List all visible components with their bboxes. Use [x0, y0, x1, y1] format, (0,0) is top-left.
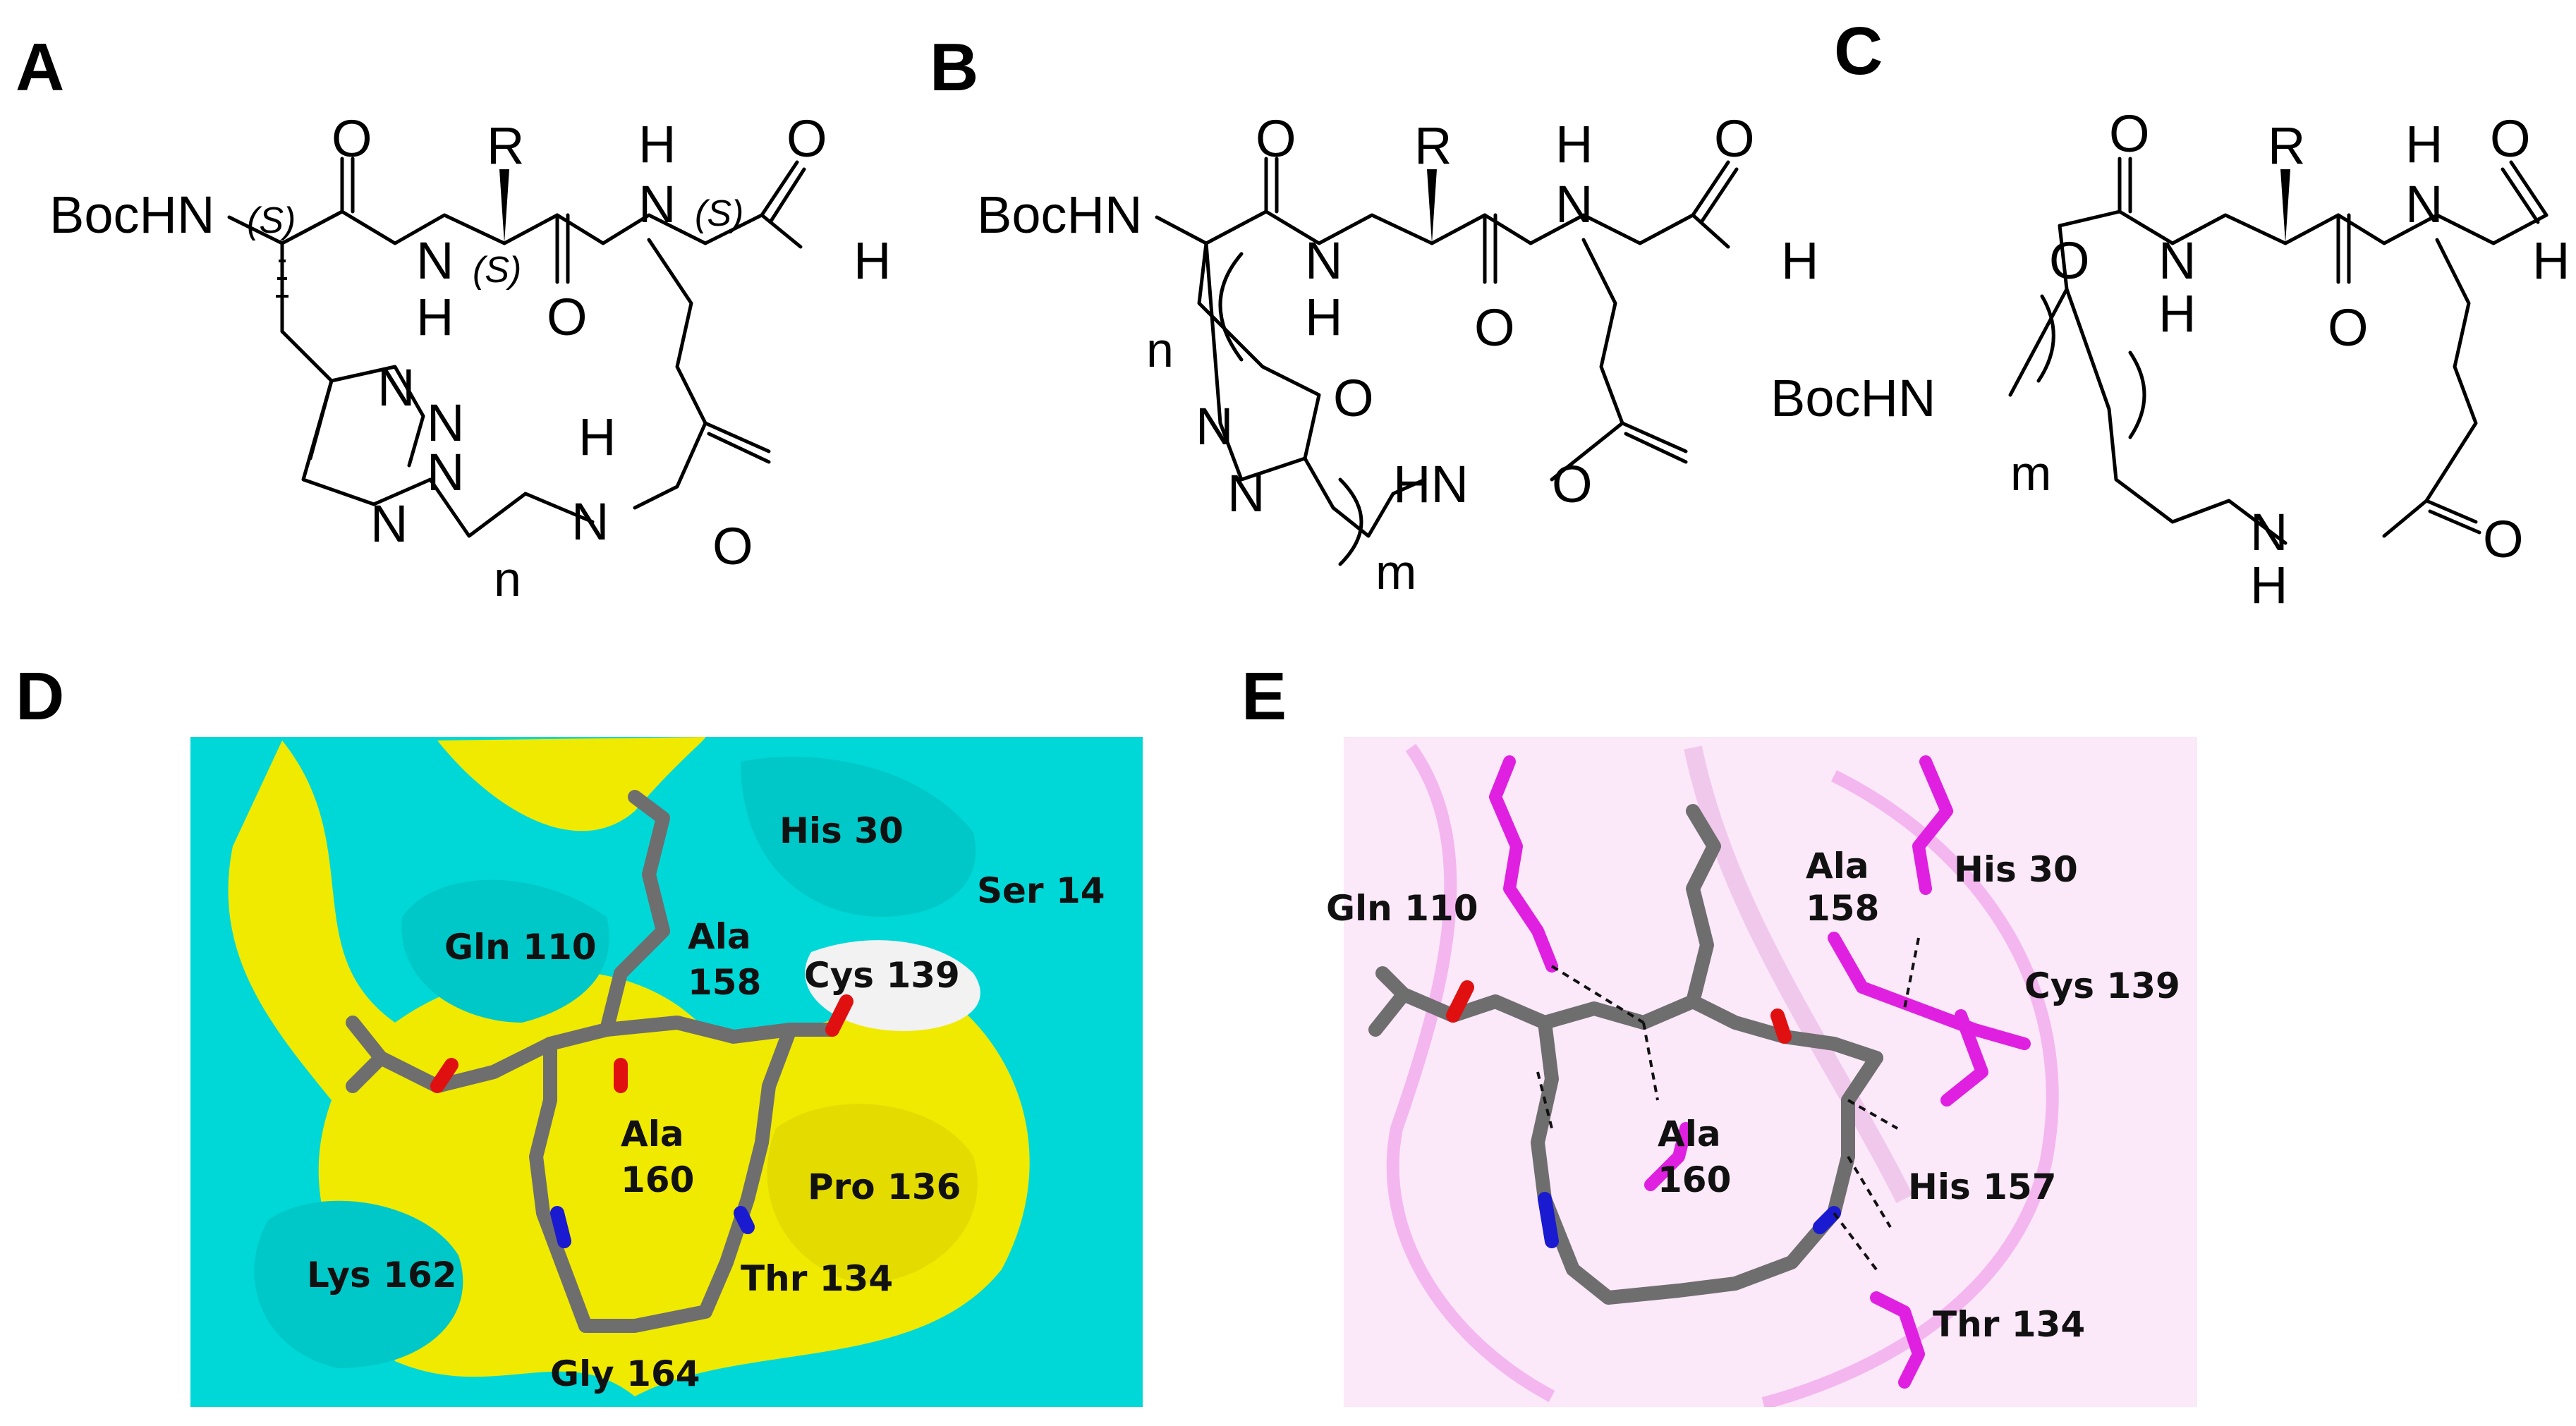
atom-nh3-n: N [571, 492, 609, 551]
atom-b-ox-o: O [1333, 369, 1374, 427]
panel-b: B BocHN O R N H O H N O H n O [930, 30, 1818, 599]
atom-c-nh2-h: H [2405, 115, 2443, 173]
atom-b-hn: HN [1393, 455, 1469, 513]
atom-nh2-n: N [638, 175, 676, 233]
panel-letter-a: A [16, 30, 64, 105]
label-d-gln110: Gln 110 [444, 927, 597, 968]
atom-h-ald: H [853, 231, 891, 290]
label-d-ala160-a: Ala [621, 1114, 684, 1154]
label-e-his157: His 157 [1908, 1166, 2057, 1207]
atom-c-nh2-n: N [2405, 175, 2443, 233]
atom-c-o-link: O [2049, 231, 2090, 290]
hbond-lines-e [1536, 937, 1920, 1271]
label-d-ala158-b: 158 [688, 962, 761, 1003]
label-d-pro136: Pro 136 [808, 1166, 961, 1207]
atom-b-r: R [1414, 116, 1452, 175]
label-d-lys162: Lys 162 [307, 1255, 457, 1296]
label-e-ala160-a: Ala [1658, 1114, 1721, 1154]
atom-c-nh3-h: H [2250, 556, 2288, 614]
atom-tri-n3: N [427, 443, 464, 501]
atom-o3: O [786, 109, 827, 168]
atom-c-o4: O [2483, 510, 2524, 568]
stereo-s2: (S) [473, 250, 521, 291]
label-d-thr134: Thr 134 [741, 1258, 893, 1299]
subscript-b-n: n [1146, 322, 1174, 377]
subscript-b-m: m [1375, 544, 1416, 599]
atom-nh3-h: H [578, 408, 616, 466]
panel-letter-d: D [16, 659, 64, 734]
residue-labels-d: His 30 Ser 14 Gln 110 Ala 158 Cys 139 Al… [307, 810, 1105, 1394]
structure-c-bonds [2008, 157, 2548, 545]
structure-c-atoms: O O R N H O H N O H BocHN m N H O [1770, 104, 2570, 614]
atom-bochn: BocHN [49, 185, 214, 244]
subscript-n: n [494, 551, 521, 607]
atom-b-nh1-n: N [1305, 231, 1342, 290]
panel-letter-b: B [930, 30, 978, 105]
surface-image-d [190, 737, 1143, 1407]
label-e-ala160-b: 160 [1658, 1159, 1731, 1200]
structure-b-bonds [1155, 157, 1739, 566]
structure-a-bonds [227, 157, 806, 538]
label-e-ala158-b: 158 [1806, 888, 1879, 929]
label-d-gly164: Gly 164 [550, 1353, 700, 1394]
stick-image-e [1344, 737, 2197, 1407]
label-d-ser14: Ser 14 [977, 870, 1105, 911]
atom-b-ox-n2: N [1227, 464, 1265, 523]
panel-letter-e: E [1241, 659, 1287, 734]
panel-letter-c: C [1834, 13, 1883, 89]
atom-c-nh1-h: H [2158, 284, 2196, 343]
label-e-ala158-a: Ala [1806, 846, 1869, 886]
atom-b-h-ald: H [1781, 231, 1818, 290]
atom-c-o-carb: O [2109, 104, 2150, 163]
atom-b-o1: O [1256, 109, 1296, 168]
atom-r: R [487, 116, 524, 175]
stereo-s1: (S) [247, 200, 296, 241]
panel-a: A BocHN (S) O R N H (S) O H N (S) [16, 30, 891, 607]
label-e-gln110: Gln 110 [1326, 888, 1478, 929]
atom-b-o3: O [1714, 109, 1755, 168]
panel-d: D His 30 Ser 14 [16, 659, 1143, 1407]
panel-e: E [1241, 659, 2197, 1407]
label-d-ala158-a: Ala [688, 916, 751, 957]
atom-o2: O [547, 288, 588, 346]
atom-c-r: R [2268, 116, 2305, 175]
stereo-s3: (S) [695, 193, 743, 234]
label-e-thr134: Thr 134 [1933, 1304, 2085, 1345]
atom-b-bochn: BocHN [977, 185, 1142, 244]
atom-nh1-h: H [416, 288, 454, 346]
atom-c-nh1-n: N [2158, 231, 2196, 290]
atom-b-ox-n1: N [1196, 397, 1233, 456]
label-d-ala160-b: 160 [621, 1159, 694, 1200]
atom-b-o4: O [1552, 455, 1593, 513]
structure-b-atoms: BocHN O R N H O H N O H n O N N HN O m [977, 109, 1818, 599]
panel-c: C O O R N H O H N O H BocHN m [1770, 13, 2570, 614]
label-e-cys139: Cys 139 [2024, 965, 2180, 1006]
atom-nh1-n: N [416, 231, 454, 290]
label-e-his30: His 30 [1954, 849, 2078, 890]
atom-tri-n2: N [427, 394, 464, 452]
atom-b-nh1-h: H [1305, 288, 1342, 346]
atom-o4: O [712, 517, 753, 575]
atom-c-bochn: BocHN [1770, 369, 1936, 427]
label-d-cys139: Cys 139 [804, 955, 960, 996]
atom-o1: O [332, 109, 372, 168]
label-d-his30: His 30 [779, 810, 904, 851]
ligand-sticks-d [346, 790, 853, 1333]
atom-b-o2: O [1474, 298, 1515, 357]
atom-c-o2: O [2328, 298, 2369, 357]
atom-c-nh3-n: N [2250, 503, 2288, 561]
atom-nh2-h: H [638, 115, 676, 173]
structure-a-atoms: BocHN (S) O R N H (S) O H N (S) O H N N … [49, 109, 891, 607]
atom-tri-n4: N [370, 494, 408, 553]
atom-c-h-ald: H [2532, 231, 2570, 290]
atom-b-nh2-h: H [1555, 115, 1593, 173]
atom-tri-n1: N [377, 358, 415, 417]
protein-sticks-e [1489, 755, 2031, 1389]
atom-b-nh2-n: N [1555, 175, 1593, 233]
subscript-c-m: m [2010, 446, 2051, 501]
residue-labels-e: Gln 110 Ala 158 His 30 Cys 139 Ala 160 H… [1326, 846, 2180, 1345]
atom-c-o3: O [2490, 109, 2531, 168]
